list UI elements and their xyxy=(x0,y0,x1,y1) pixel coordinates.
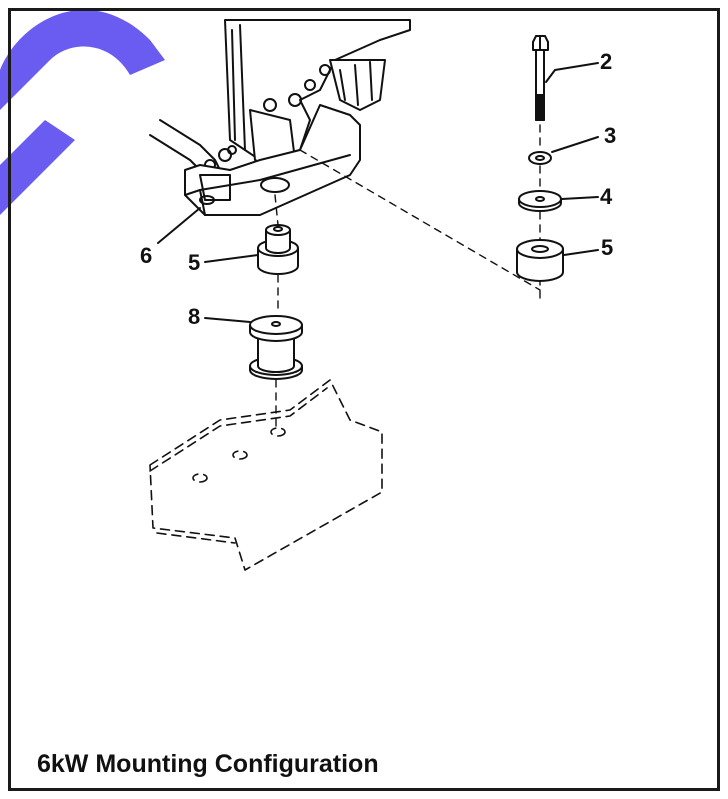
callout-leaders xyxy=(157,62,599,323)
callout-mount-pad: 8 xyxy=(188,304,201,329)
callout-isolator-right: 5 xyxy=(601,235,614,260)
flat-washer xyxy=(518,190,562,212)
generator-foot-plate xyxy=(184,104,361,216)
figure-frame xyxy=(8,8,720,791)
lock-washer xyxy=(528,151,552,165)
mount-pad xyxy=(249,315,303,380)
callout-isolator-left: 5 xyxy=(188,250,201,275)
isolator-left xyxy=(257,224,299,275)
hex-bolt xyxy=(532,35,549,121)
callout-generator-foot: 6 xyxy=(140,243,153,268)
figure-caption: 6kW Mounting Configuration xyxy=(37,750,379,778)
isolator-right xyxy=(516,239,564,282)
callout-lock-washer: 3 xyxy=(604,123,617,148)
assembly-centerlines xyxy=(274,124,541,431)
callout-flat-washer: 4 xyxy=(600,184,613,209)
callout-bolt: 2 xyxy=(600,49,613,74)
generator-housing xyxy=(149,19,411,181)
mounting-base-outline xyxy=(149,379,383,571)
